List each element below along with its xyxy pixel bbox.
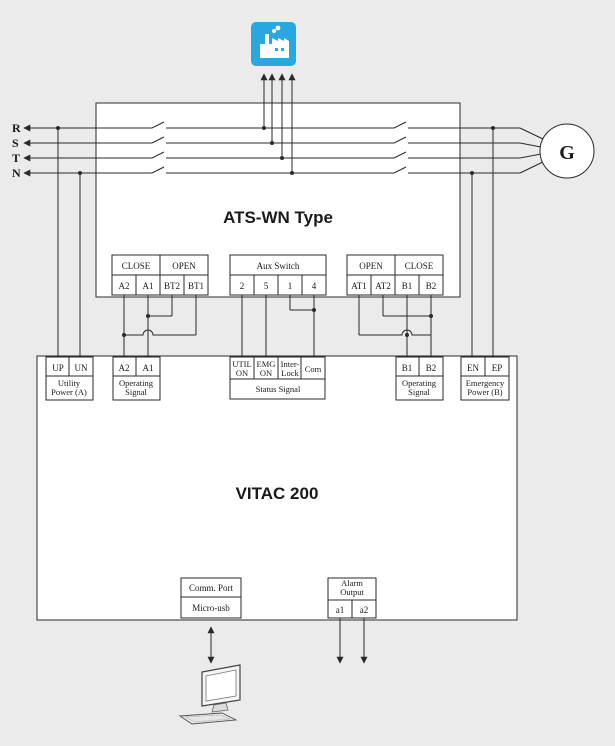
output-arrows xyxy=(207,618,368,664)
computer-icon xyxy=(178,664,241,725)
vitac-utility-terminal: UP UN Utility Power (A) xyxy=(45,356,94,401)
factory-icon xyxy=(251,22,296,66)
vitac-op-b-terminal: B1 B2 Operating Signal xyxy=(395,356,444,401)
control-wiring xyxy=(57,128,494,357)
ats-pin-b1: B1 xyxy=(402,281,413,291)
vitac-op-a-caption-2: Signal xyxy=(125,387,147,397)
alarm-pin-a2: a2 xyxy=(360,605,369,615)
line-label-t: T xyxy=(12,151,20,165)
ats-open-a-header: OPEN xyxy=(172,261,196,271)
ats-close-a-header: CLOSE xyxy=(122,261,151,271)
ats-pin-a1: A1 xyxy=(143,281,154,291)
ats-terminal-a: CLOSE OPEN A2 A1 BT2 BT1 xyxy=(111,254,209,296)
vitac-op-b-caption-1: Operating xyxy=(402,378,437,388)
vitac-pin-util-on: ON xyxy=(236,368,248,378)
vitac-pin-b1: B1 xyxy=(402,363,413,373)
load-feed xyxy=(260,73,296,173)
vitac-op-a-terminal: A2 A1 Operating Signal xyxy=(112,356,161,401)
line-label-s: S xyxy=(12,136,19,150)
vitac-pin-en: EN xyxy=(467,363,479,373)
line-label-n: N xyxy=(12,166,21,180)
generator: G xyxy=(539,123,595,179)
ats-title: ATS-WN Type xyxy=(223,208,333,227)
comm-port-label: Micro-usb xyxy=(192,603,230,613)
vitac-pin-emg: EMG xyxy=(257,359,276,369)
vitac-pin-a2: A2 xyxy=(119,363,130,373)
vitac-pin-ep: EP xyxy=(492,363,503,373)
vitac-status-terminal: UTIL ON EMG ON Inter- Lock Com Status Si… xyxy=(229,356,326,400)
vitac-pin-com: Com xyxy=(305,364,322,374)
ats-close-b-header: CLOSE xyxy=(405,261,434,271)
vitac-status-caption: Status Signal xyxy=(256,384,301,394)
alarm-pin-a1: a1 xyxy=(336,605,345,615)
vitac-pin-inter: Inter- xyxy=(281,359,300,369)
vitac-title: VITAC 200 xyxy=(236,484,319,503)
vitac-op-b-caption-2: Signal xyxy=(408,387,430,397)
vitac-emergency-caption-1: Emergency xyxy=(466,378,505,388)
ats-aux-pin-4: 4 xyxy=(312,281,317,291)
vitac-emergency-caption-2: Power (B) xyxy=(467,387,502,397)
vitac-utility-caption-2: Power (A) xyxy=(51,387,87,397)
ats-open-b-header: OPEN xyxy=(359,261,383,271)
alarm-header-1: Alarm xyxy=(341,578,363,588)
ats-pin-a2: A2 xyxy=(119,281,130,291)
ats-pin-at2: AT2 xyxy=(375,281,391,291)
alarm-output: Alarm Output a1 a2 xyxy=(327,577,377,619)
ats-aux-switch: Aux Switch 2 5 1 4 xyxy=(229,254,327,296)
ats-aux-pin-1: 1 xyxy=(288,281,293,291)
generator-label: G xyxy=(559,142,575,164)
vitac-emergency-terminal: EN EP Emergency Power (B) xyxy=(460,356,510,401)
ats-pin-bt2: BT2 xyxy=(164,281,180,291)
vitac-pin-up: UP xyxy=(52,363,64,373)
vitac-utility-caption-1: Utility xyxy=(58,378,81,388)
alarm-header-2: Output xyxy=(340,587,364,597)
comm-port-header: Comm. Port xyxy=(189,583,234,593)
ats-aux-header: Aux Switch xyxy=(257,261,300,271)
vitac-pin-util: UTIL xyxy=(232,359,251,369)
comm-port: Comm. Port Micro-usb xyxy=(180,577,242,619)
ats-pin-bt1: BT1 xyxy=(188,281,204,291)
vitac-pin-b2: B2 xyxy=(426,363,437,373)
vitac-pin-un: UN xyxy=(75,363,88,373)
vitac-pin-emg-on: ON xyxy=(260,368,272,378)
line-label-r: R xyxy=(12,121,21,135)
vitac-pin-a1: A1 xyxy=(143,363,154,373)
ats-pin-at1: AT1 xyxy=(351,281,367,291)
ats-terminal-b: OPEN CLOSE AT1 AT2 B1 B2 xyxy=(346,254,444,296)
vitac-pin-lock: Lock xyxy=(281,368,299,378)
vitac-op-a-caption-1: Operating xyxy=(119,378,154,388)
bus-lines: R S T N xyxy=(12,121,546,180)
ats-pin-b2: B2 xyxy=(426,281,437,291)
ats-aux-pin-5: 5 xyxy=(264,281,269,291)
ats-aux-pin-2: 2 xyxy=(240,281,245,291)
